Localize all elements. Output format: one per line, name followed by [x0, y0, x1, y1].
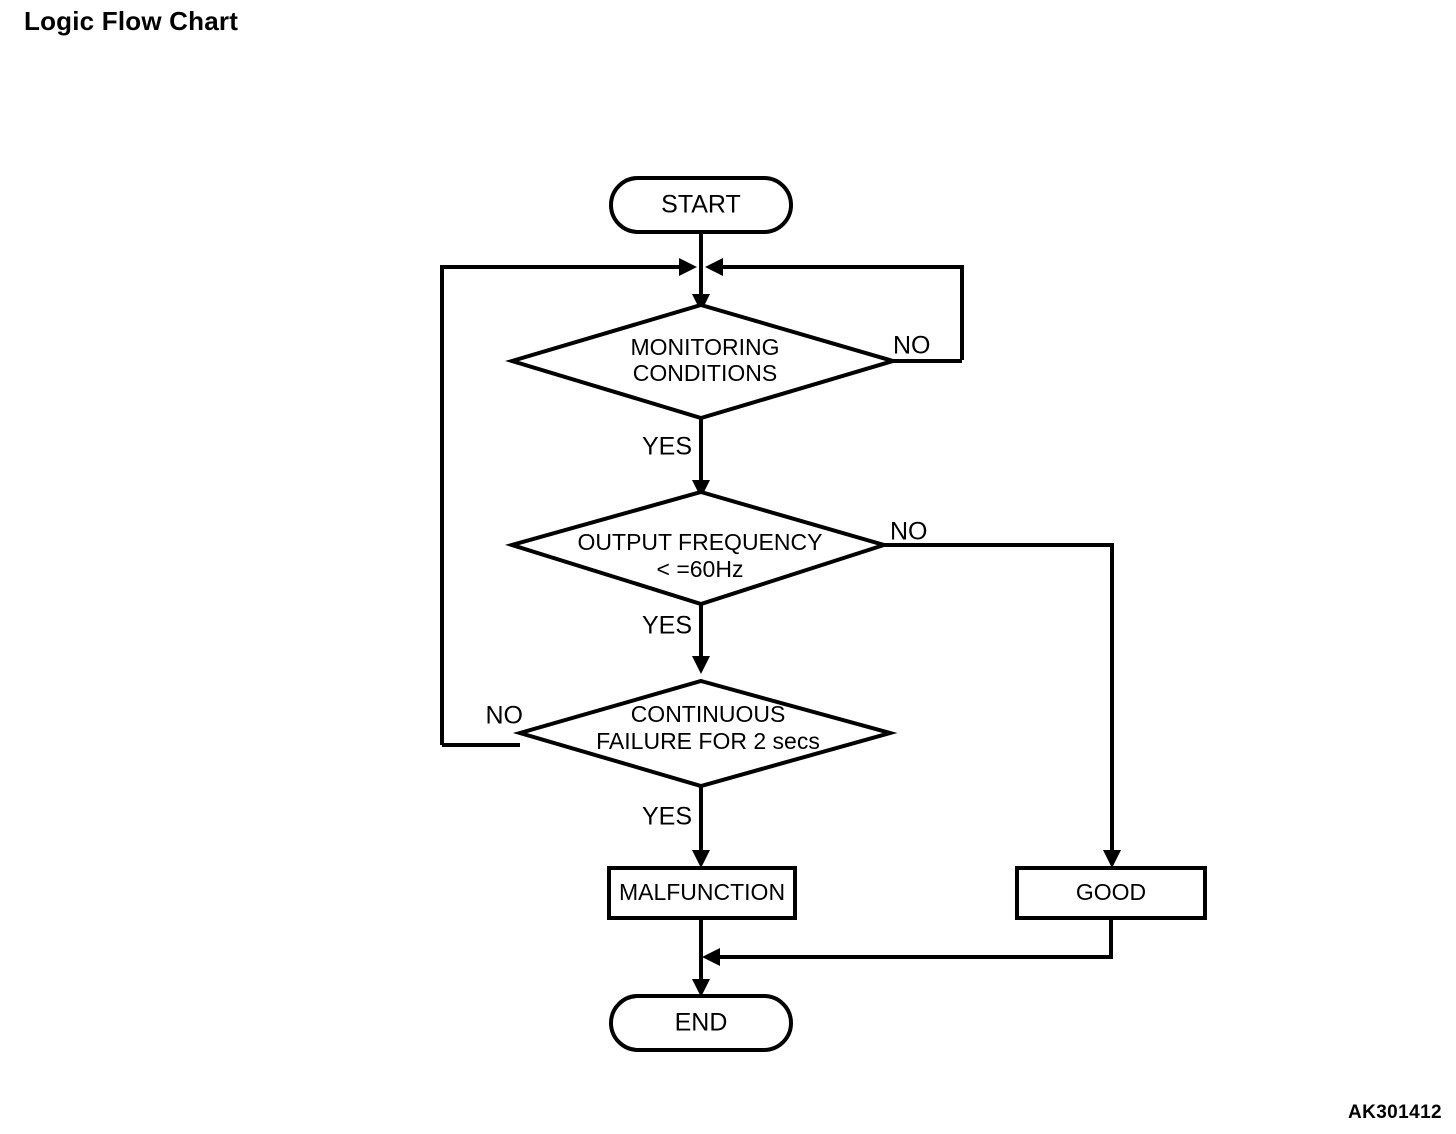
frequency-label-line2: < =60Hz — [657, 556, 744, 582]
node-end: END — [609, 994, 793, 1052]
end-shape — [609, 994, 793, 1052]
frequency-label-line1: OUTPUT FREQUENCY — [578, 529, 823, 555]
continuous-label-line1: CONTINUOUS — [631, 701, 786, 727]
node-start: START — [609, 176, 793, 234]
page-title: Logic Flow Chart — [24, 6, 239, 36]
monitoring-no-label: NO — [893, 332, 931, 360]
monitoring-label-line1: MONITORING — [630, 334, 779, 360]
edge-frequency-yes: YES — [642, 604, 710, 674]
node-malfunction: MALFUNCTION — [607, 866, 797, 920]
end-label: END — [675, 1009, 728, 1037]
good-label: GOOD — [1076, 879, 1146, 905]
loop-return-rail — [440, 258, 964, 745]
edge-frequency-no: NO — [884, 518, 1121, 868]
edge-continuous-no: NO — [442, 702, 524, 747]
good-shape — [1015, 866, 1207, 920]
edge-monitoring-yes: YES — [642, 418, 710, 498]
image-code-watermark: AK301412 — [1347, 1102, 1442, 1123]
frequency-yes-label: YES — [642, 612, 692, 640]
node-continuous-failure: CONTINUOUS FAILURE FOR 2 secs — [512, 678, 898, 789]
edge-continuous-yes: YES — [642, 786, 710, 868]
malfunction-label: MALFUNCTION — [619, 879, 785, 905]
start-label: START — [661, 191, 741, 219]
node-output-frequency: OUTPUT FREQUENCY < =60Hz — [504, 489, 891, 607]
continuous-label-line2: FAILURE FOR 2 secs — [596, 728, 820, 754]
edge-start-to-monitoring — [692, 232, 710, 312]
malfunction-shape — [607, 866, 797, 920]
monitoring-yes-label: YES — [642, 433, 692, 461]
edge-malfunction-to-end — [692, 918, 710, 997]
continuous-no-label: NO — [486, 702, 524, 730]
continuous-yes-label: YES — [642, 803, 692, 831]
edge-good-to-end — [702, 918, 1113, 966]
node-monitoring-conditions: MONITORING CONDITIONS — [505, 302, 901, 421]
frequency-no-label: NO — [890, 518, 928, 546]
node-good: GOOD — [1015, 866, 1207, 920]
edge-monitoring-no: NO — [893, 332, 962, 363]
monitoring-label-line2: CONDITIONS — [633, 360, 777, 386]
